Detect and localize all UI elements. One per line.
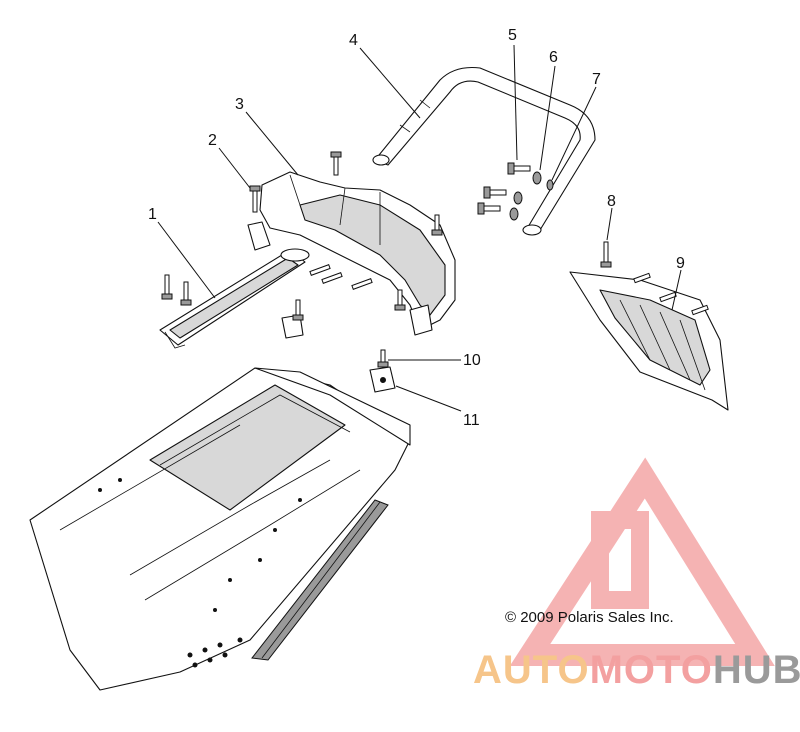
callout-10: 10 bbox=[463, 352, 481, 369]
callout-7: 7 bbox=[592, 71, 601, 88]
bolt-h2 bbox=[321, 272, 343, 284]
leader-lines bbox=[157, 44, 682, 412]
callout-6: 6 bbox=[549, 49, 558, 66]
bolt-a bbox=[330, 151, 342, 176]
washer-a bbox=[513, 191, 523, 205]
callout-4: 4 bbox=[349, 32, 358, 49]
nut-7 bbox=[546, 179, 554, 191]
bolt-c bbox=[161, 274, 173, 300]
watermark-part-auto: AUTO bbox=[473, 648, 590, 692]
bolt-8 bbox=[600, 241, 612, 268]
callout-3: 3 bbox=[235, 96, 244, 113]
bolt-2 bbox=[249, 185, 261, 213]
washer-b bbox=[509, 207, 519, 221]
callout-11: 11 bbox=[463, 412, 480, 429]
bolt-5 bbox=[507, 162, 531, 175]
callout-9: 9 bbox=[676, 255, 685, 272]
watermark-brand: AUTOMOTOHUB bbox=[473, 646, 800, 694]
copyright-notice: © 2009 Polaris Sales Inc. bbox=[505, 609, 674, 626]
bolt-9a bbox=[633, 272, 651, 284]
washer-6 bbox=[532, 171, 542, 185]
part-1-rail bbox=[159, 248, 310, 349]
part-3-housing bbox=[247, 171, 456, 336]
bolt-g bbox=[483, 186, 507, 199]
bolt-10 bbox=[377, 349, 389, 368]
part-9-snow-flap bbox=[569, 271, 729, 411]
bolt-h3 bbox=[351, 278, 373, 290]
watermark-part-moto: MOTO bbox=[589, 648, 713, 692]
callout-8: 8 bbox=[607, 193, 616, 210]
part-11-bracket bbox=[369, 366, 396, 393]
bolt-f bbox=[394, 289, 406, 311]
callout-2: 2 bbox=[208, 132, 217, 149]
bolt-b bbox=[431, 214, 443, 236]
watermark-part-hub: HUB bbox=[712, 648, 800, 692]
watermark-logo bbox=[509, 457, 775, 666]
bolt-d bbox=[180, 281, 192, 306]
fasteners bbox=[161, 151, 709, 368]
callout-5: 5 bbox=[508, 27, 517, 44]
callout-1: 1 bbox=[148, 206, 157, 223]
bolt-h bbox=[477, 202, 501, 215]
bolt-9c bbox=[691, 304, 709, 316]
callouts: 1 2 3 4 5 6 7 8 9 10 11 bbox=[148, 27, 685, 429]
bolt-e bbox=[292, 299, 304, 321]
tunnel-chassis bbox=[29, 367, 411, 691]
bolt-h1 bbox=[309, 264, 331, 276]
part-4-grab-bar bbox=[372, 66, 596, 236]
